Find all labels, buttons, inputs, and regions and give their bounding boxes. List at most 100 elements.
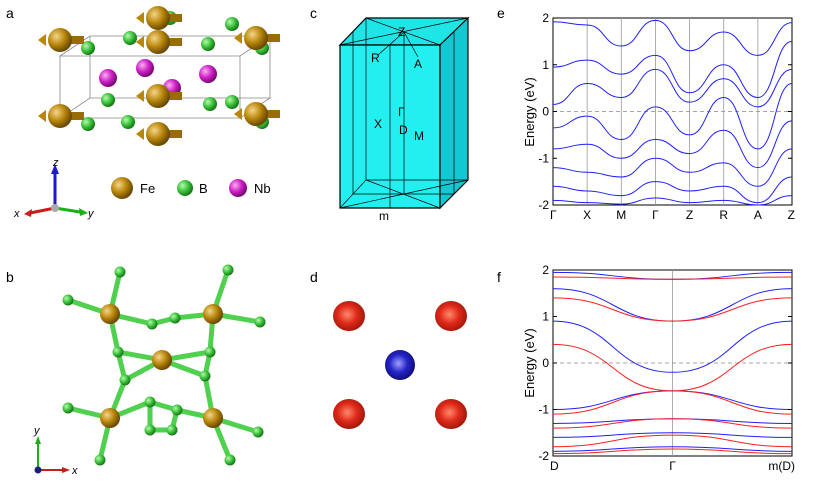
kpoint-M: M <box>414 129 424 143</box>
b-atom <box>101 93 115 107</box>
spin-density-up-lobe <box>435 301 467 331</box>
band-line <box>552 446 793 452</box>
fe-atom <box>100 304 120 324</box>
axes-triad-b: y x <box>33 425 78 477</box>
atom-legend: Fe B Nb <box>111 177 271 199</box>
fe-atom <box>100 408 120 428</box>
b-atom <box>224 454 236 466</box>
kpath-label: Z <box>788 208 795 222</box>
band-line <box>552 390 793 415</box>
band-line <box>552 195 793 206</box>
band-line <box>552 148 793 187</box>
panel-e-letter: e <box>497 5 505 21</box>
b-atom <box>144 396 156 408</box>
kpoint-R: R <box>371 51 380 65</box>
kpoint-A: A <box>414 57 422 71</box>
kpoint-X: X <box>374 117 382 131</box>
magnetic-moment-arrow <box>234 108 242 120</box>
b-atom <box>121 115 135 129</box>
legend-fe-label: Fe <box>140 181 155 196</box>
legend-fe-swatch <box>111 177 133 199</box>
magnetic-moment-arrow <box>136 36 144 48</box>
y-tick-label: 1 <box>542 310 549 324</box>
magnetic-moment-arrow <box>38 110 46 122</box>
axis-z-label: z <box>52 157 59 169</box>
y-tick-label: -2 <box>538 198 549 212</box>
b-atom <box>94 454 106 466</box>
kpoint-Gamma: Γ <box>398 105 405 119</box>
fe-atom <box>244 26 268 50</box>
b-atom <box>199 370 211 382</box>
panel-f-letter: f <box>497 269 501 285</box>
panel-f-ylabel: Energy (eV) <box>522 328 537 397</box>
fe-atom <box>152 350 172 370</box>
magnetic-moment-arrow <box>136 12 144 24</box>
nb-atom <box>199 65 217 83</box>
b-atom <box>222 264 234 276</box>
kpath-label: Γ <box>652 208 659 222</box>
spin-density-up-lobe <box>333 399 365 429</box>
kpath-label: X <box>583 208 591 222</box>
spin-density-down-lobe <box>385 350 415 380</box>
fe-atom <box>146 6 170 30</box>
b-atom <box>81 117 95 131</box>
fe-atom <box>146 84 170 108</box>
b-atom <box>62 402 74 414</box>
panel-c: c Z R A Γ <box>310 5 470 223</box>
b-atom <box>144 424 156 436</box>
y-tick-label: 1 <box>542 58 549 72</box>
b-atom <box>171 404 183 416</box>
y-tick-label: -2 <box>538 449 549 463</box>
b-atom <box>225 17 239 31</box>
band-line <box>552 418 793 429</box>
spin-density-map <box>333 301 467 429</box>
magnetic-moment-arrow <box>234 32 242 44</box>
kpoint-m: m <box>379 209 389 223</box>
panel-b-letter: b <box>6 269 14 285</box>
panel-d: d <box>310 269 467 429</box>
band-line <box>552 120 793 169</box>
b-atom <box>81 41 95 55</box>
fe-b-layer-network <box>62 264 266 466</box>
panel-c-letter: c <box>310 5 317 21</box>
axes-triad-a: z x y <box>13 157 95 220</box>
kpath-label: Z <box>686 208 693 222</box>
b-atom <box>146 318 158 330</box>
panel-a: a z x y Fe B Nb <box>6 5 280 220</box>
kpath-label: Γ <box>669 459 676 473</box>
band-line <box>552 40 793 98</box>
band-line <box>552 176 793 204</box>
fe-atom <box>244 102 268 126</box>
fe-atom <box>48 104 72 128</box>
y-tick-label: 0 <box>542 356 549 370</box>
fe-atom <box>48 28 72 52</box>
band-line <box>552 432 793 438</box>
b-atom <box>254 316 266 328</box>
y-tick-label: -1 <box>538 151 549 165</box>
kpoint-D: D <box>399 123 408 137</box>
band-line <box>552 68 793 108</box>
magnetic-moment-arrow <box>38 34 46 46</box>
brillouin-zone <box>338 16 470 210</box>
band-line <box>552 82 793 150</box>
b-atom <box>119 374 131 386</box>
band-line <box>552 320 793 373</box>
kpoint-Z: Z <box>398 25 405 39</box>
magnetic-moment-arrow <box>136 90 144 102</box>
kpath-label: Γ <box>550 208 557 222</box>
kpath-label: R <box>719 208 728 222</box>
magnetic-moment-arrow <box>136 128 144 140</box>
band-line <box>552 434 793 448</box>
y-tick-label: 2 <box>542 263 549 277</box>
b-atom <box>252 426 264 438</box>
legend-nb-label: Nb <box>254 181 271 196</box>
b-atom <box>201 37 215 51</box>
kpath-label: A <box>754 208 762 222</box>
kpath-label: m(D) <box>768 459 795 473</box>
fe-atom <box>146 122 170 146</box>
nb-atom <box>136 59 154 77</box>
nb-atom <box>99 69 117 87</box>
